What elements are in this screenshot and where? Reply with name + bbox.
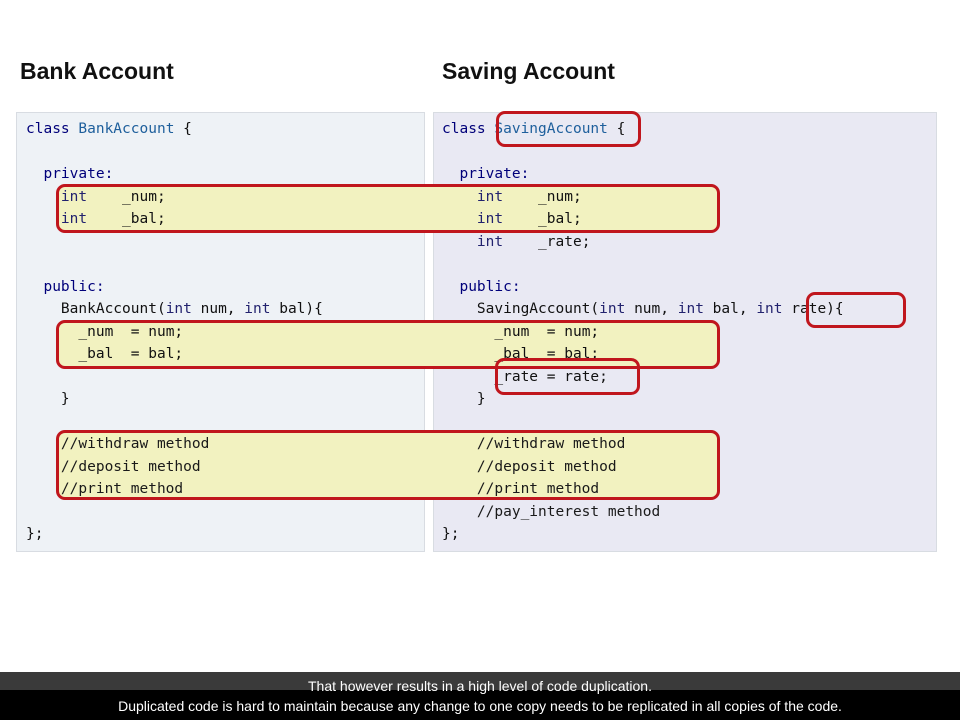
field: _rate; xyxy=(538,233,591,250)
type: int xyxy=(165,301,192,317)
brace: { xyxy=(834,301,844,317)
param: bal) xyxy=(270,301,315,317)
constructor: BankAccount( xyxy=(60,301,166,317)
caption-bar: That however results in a high level of … xyxy=(0,672,960,720)
class-end: }; xyxy=(26,526,44,542)
param: bal, xyxy=(703,301,757,317)
constructor: SavingAccount( xyxy=(476,301,600,317)
type: int xyxy=(677,301,704,317)
type: int xyxy=(60,211,88,227)
type: int xyxy=(476,233,504,250)
comment: //pay_interest method xyxy=(476,503,661,520)
access-specifier: private: xyxy=(43,166,114,182)
param: num, xyxy=(625,301,678,317)
class-name-highlight xyxy=(496,111,641,147)
comment: //deposit method xyxy=(60,458,201,475)
type: int xyxy=(60,188,88,205)
bank-account-title: Bank Account xyxy=(20,58,174,84)
assignment: _num = num; xyxy=(78,323,184,340)
brace: } xyxy=(476,391,486,407)
type: int xyxy=(599,301,626,317)
comment: //withdraw method xyxy=(60,436,210,452)
caption-line-2: Duplicated code is hard to maintain beca… xyxy=(118,698,842,714)
field: _bal; xyxy=(122,211,166,227)
access-specifier: public: xyxy=(459,278,521,295)
assignment: _num = num; xyxy=(494,323,600,340)
keyword: class xyxy=(442,121,486,137)
class-name: SavingAccount xyxy=(494,121,608,137)
field: _num; xyxy=(538,188,582,205)
access-specifier: private: xyxy=(459,166,530,182)
comment: //deposit method xyxy=(476,458,617,475)
assignment: _rate = rate; xyxy=(494,368,608,385)
rate-assignment-highlight xyxy=(495,358,640,395)
comment: //print method xyxy=(60,481,184,497)
caption-line-1: That however results in a high level of … xyxy=(308,678,652,694)
type: int xyxy=(244,301,271,317)
methods-duplication-highlight xyxy=(56,430,720,500)
type: int xyxy=(476,211,504,227)
field: _num; xyxy=(122,188,166,205)
assignment: _bal = bal; xyxy=(78,346,184,362)
class-name: BankAccount xyxy=(78,121,175,137)
access-specifier: public: xyxy=(43,278,105,295)
fields-duplication-highlight xyxy=(56,184,720,233)
saving-account-code: class SavingAccount { private: int _num;… xyxy=(442,118,844,546)
comment: //withdraw method xyxy=(476,436,626,452)
type: int xyxy=(756,301,783,317)
brace: } xyxy=(60,391,70,407)
comment: //print method xyxy=(476,481,600,497)
keyword: class xyxy=(26,121,70,137)
rate-param-highlight xyxy=(806,292,906,328)
param: num, xyxy=(191,301,245,317)
class-end: }; xyxy=(442,526,460,542)
brace: { xyxy=(183,121,192,137)
saving-account-title: Saving Account xyxy=(442,58,615,84)
brace: { xyxy=(314,301,323,317)
bank-account-code: class BankAccount { private: int _num; i… xyxy=(26,118,323,546)
param: rate) xyxy=(782,301,835,317)
field: _bal; xyxy=(538,211,582,227)
brace: { xyxy=(616,121,626,137)
type: int xyxy=(476,188,504,205)
